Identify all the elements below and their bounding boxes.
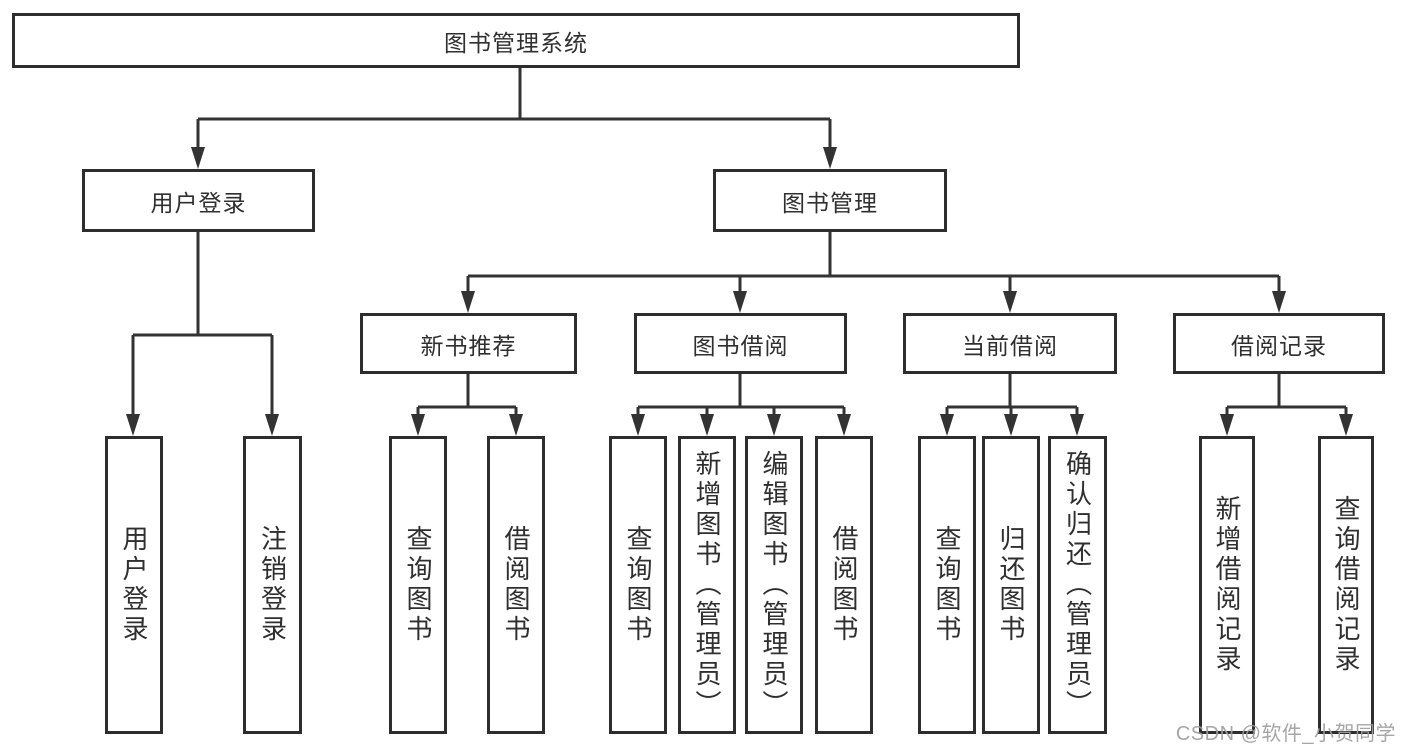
watermark: CSDN @软件_小贺同学 [1175,723,1396,745]
node-label: 新增借阅记录 [1212,495,1242,675]
node-label: 归还图书 [996,525,1026,645]
node-book-management: 图书管理 [713,169,947,232]
node-label: 当前借阅 [962,332,1058,359]
node-label: 查询图书 [932,525,962,645]
node-new-book-recommendation: 新书推荐 [360,313,577,374]
node-label: 查询图书 [623,525,653,645]
leaf-query-borrow-record: 查询借阅记录 [1318,436,1374,734]
node-label: 借阅图书 [829,525,859,645]
node-label: 用户登录 [150,189,247,216]
node-label: 图书借阅 [692,332,789,359]
leaf-user-login: 用户登录 [105,436,163,734]
node-label: 编辑图书（管理员） [759,450,789,720]
leaf-borrow-books-recommend: 借阅图书 [487,436,545,734]
node-label: 新书推荐 [420,332,517,359]
leaf-logout: 注销登录 [243,436,302,734]
leaf-query-books-current: 查询图书 [918,436,976,734]
leaf-edit-book-admin: 编辑图书（管理员） [745,436,803,734]
node-current-borrowing: 当前借阅 [903,313,1117,374]
leaf-add-borrow-record: 新增借阅记录 [1199,436,1255,734]
leaf-query-books-borrowing: 查询图书 [609,436,667,734]
node-user-login: 用户登录 [82,169,315,232]
leaf-add-book-admin: 新增图书（管理员） [678,436,736,734]
leaf-return-books: 归还图书 [982,436,1040,734]
arrow-down-icons [126,147,1353,436]
leaf-borrow-books: 借阅图书 [815,436,873,734]
node-label: 新增图书（管理员） [692,450,722,720]
node-label: 查询图书 [403,525,433,645]
node-label: 借阅图书 [501,525,531,645]
leaf-confirm-return-admin: 确认归还（管理员） [1048,436,1107,734]
node-label: 图书管理系统 [444,29,588,56]
node-label: 用户登录 [119,525,149,645]
node-label: 注销登录 [257,525,288,645]
node-book-borrowing: 图书借阅 [634,313,847,374]
node-label: 图书管理 [782,189,878,216]
node-label: 确认归还（管理员） [1062,450,1093,720]
node-label: 查询借阅记录 [1331,495,1361,675]
node-library-management-system: 图书管理系统 [12,13,1020,68]
node-label: 借阅记录 [1231,332,1327,359]
node-borrowing-records: 借阅记录 [1173,313,1385,374]
leaf-query-books-recommend: 查询图书 [389,436,447,734]
